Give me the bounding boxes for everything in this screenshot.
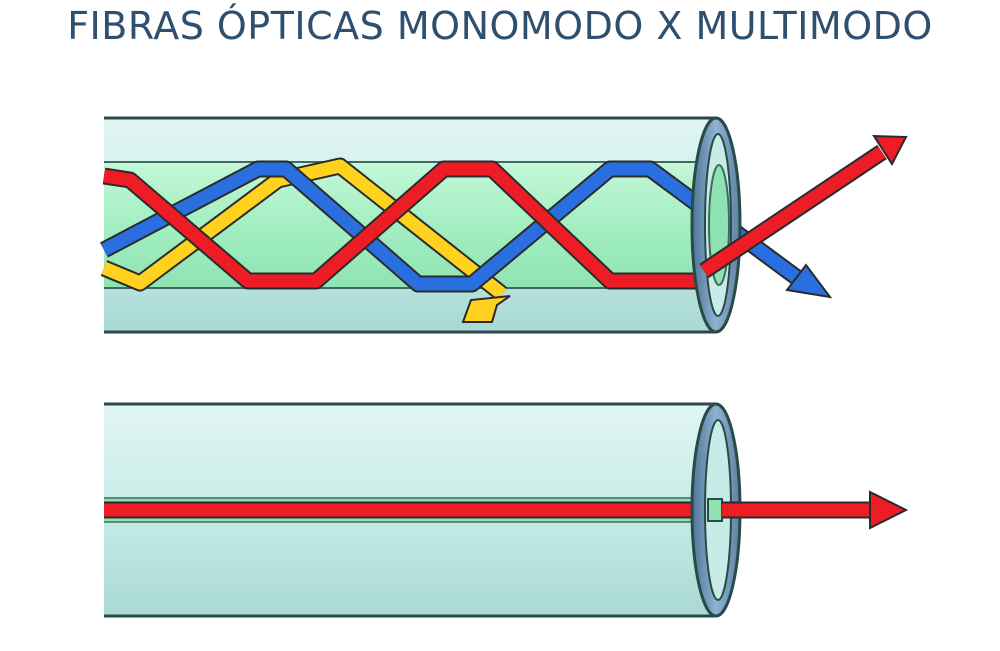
single-mode-fiber — [104, 402, 909, 618]
diagram-title: FIBRAS ÓPTICAS MONOMODO X MULTIMODO — [67, 4, 933, 48]
single-mode-end-core — [707, 498, 723, 522]
single-mode-ray-red-exit — [722, 490, 909, 530]
multimode-ray-red — [102, 160, 704, 290]
multimode-ray-blue — [100, 160, 833, 299]
multimode-fiber — [100, 116, 908, 334]
multimode-ray-red-exit — [699, 134, 908, 279]
